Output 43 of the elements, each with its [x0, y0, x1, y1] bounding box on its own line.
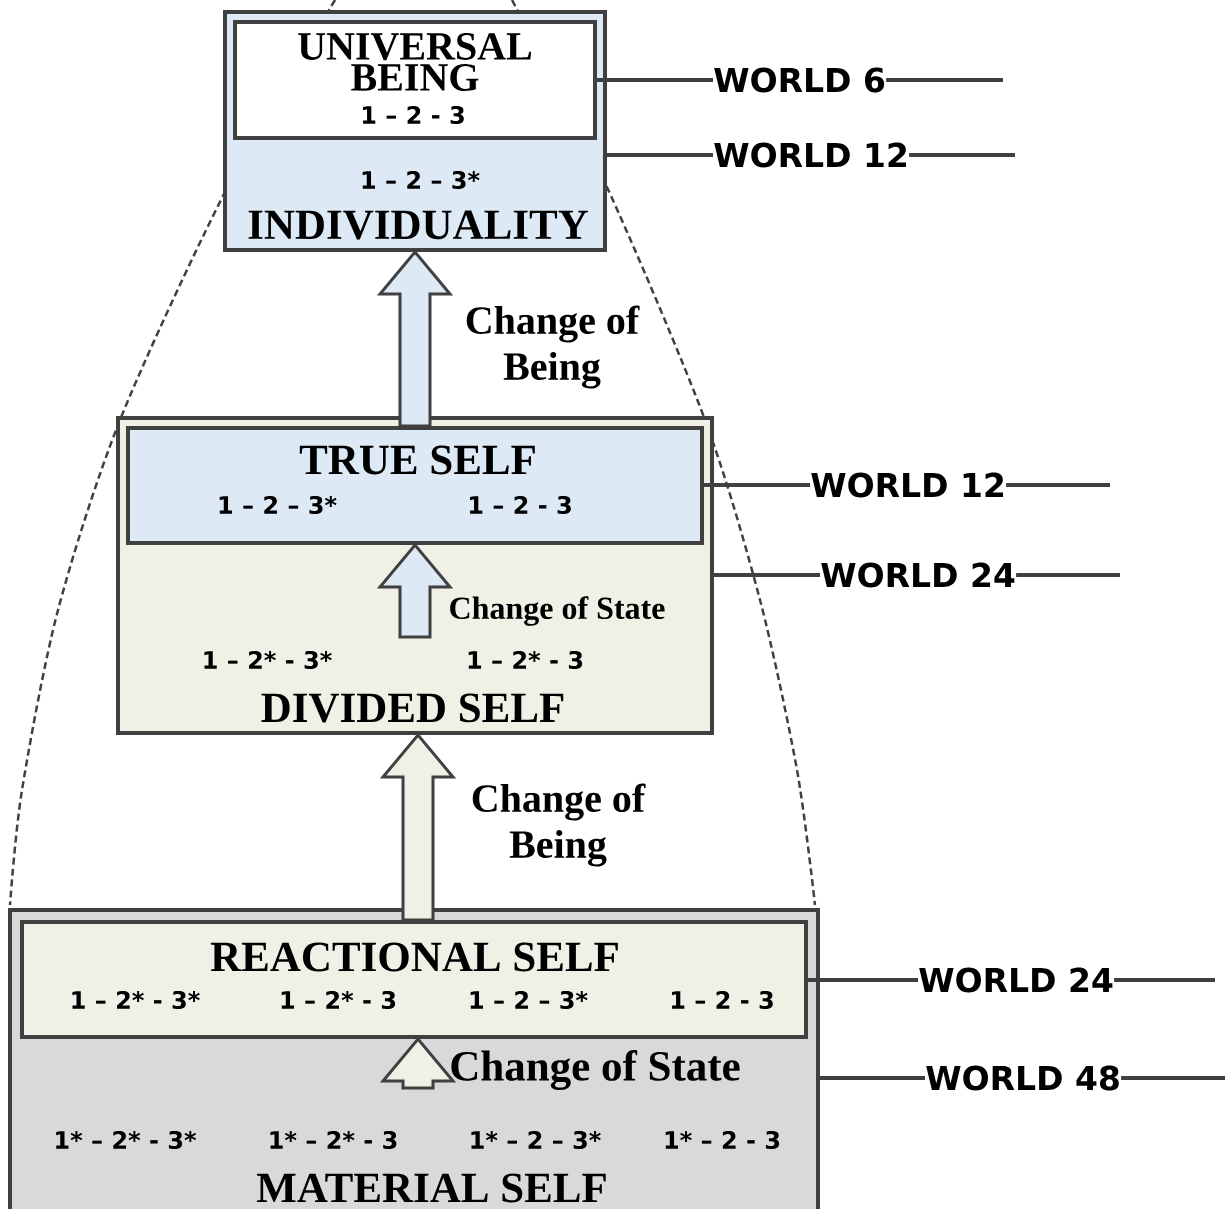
connector-line — [597, 78, 713, 82]
code-label: 1 – 2* - 3* — [72, 990, 200, 1010]
box-title: MATERIAL SELF — [256, 1173, 606, 1203]
code-label: 1 – 2 – 3* — [362, 170, 480, 190]
box-title: DIVIDED SELF — [261, 693, 564, 723]
code-label: 1 – 2 – 3* — [219, 495, 337, 515]
level-box — [126, 426, 704, 545]
level-box — [20, 920, 808, 1039]
block-arrow — [379, 1036, 457, 1090]
code-label: 1* – 2 – 3* — [471, 1130, 601, 1150]
world-label: WORLD 24 — [919, 967, 1215, 993]
code-label: 1 – 2* - 3* — [204, 650, 332, 670]
block-arrow — [376, 542, 454, 639]
level-box — [233, 20, 597, 140]
code-label: 1* – 2* - 3* — [56, 1130, 197, 1150]
world-label: WORLD 12 — [714, 142, 1015, 168]
edge-label: Change of Being — [466, 305, 640, 389]
world-label: WORLD 24 — [821, 562, 1120, 588]
edge-label: Change of State — [450, 596, 665, 626]
box-title: REACTIONAL SELF — [210, 942, 618, 972]
world-label: WORLD 12 — [811, 472, 1110, 498]
code-label: 1 – 2 - 3 — [672, 990, 773, 1010]
block-arrow — [379, 732, 457, 922]
block-arrow — [376, 249, 454, 428]
code-label: 1 – 2 – 3* — [470, 990, 588, 1010]
box-title: TRUE SELF — [299, 445, 535, 475]
world-label: WORLD 48 — [926, 1065, 1225, 1091]
box-title: UNIVERSAL BEING — [298, 33, 532, 91]
edge-label: Change of State — [451, 1050, 740, 1090]
code-label: 1 – 2* - 3 — [468, 650, 583, 670]
code-label: 1 – 2 - 3 — [470, 495, 571, 515]
code-label: 1 – 2* - 3 — [281, 990, 396, 1010]
connector-line — [820, 1076, 925, 1080]
code-label: 1* – 2 - 3 — [665, 1130, 780, 1150]
edge-label: Change of Being — [472, 783, 646, 867]
box-title: INDIVIDUALITY — [248, 210, 588, 240]
connector-line — [714, 573, 820, 577]
code-label: 1* – 2* - 3 — [270, 1130, 397, 1150]
connector-line — [808, 978, 918, 982]
world-label: WORLD 6 — [714, 67, 1003, 93]
connector-line — [607, 153, 713, 157]
code-label: 1 – 2 - 3 — [363, 105, 464, 125]
connector-line — [704, 483, 810, 487]
